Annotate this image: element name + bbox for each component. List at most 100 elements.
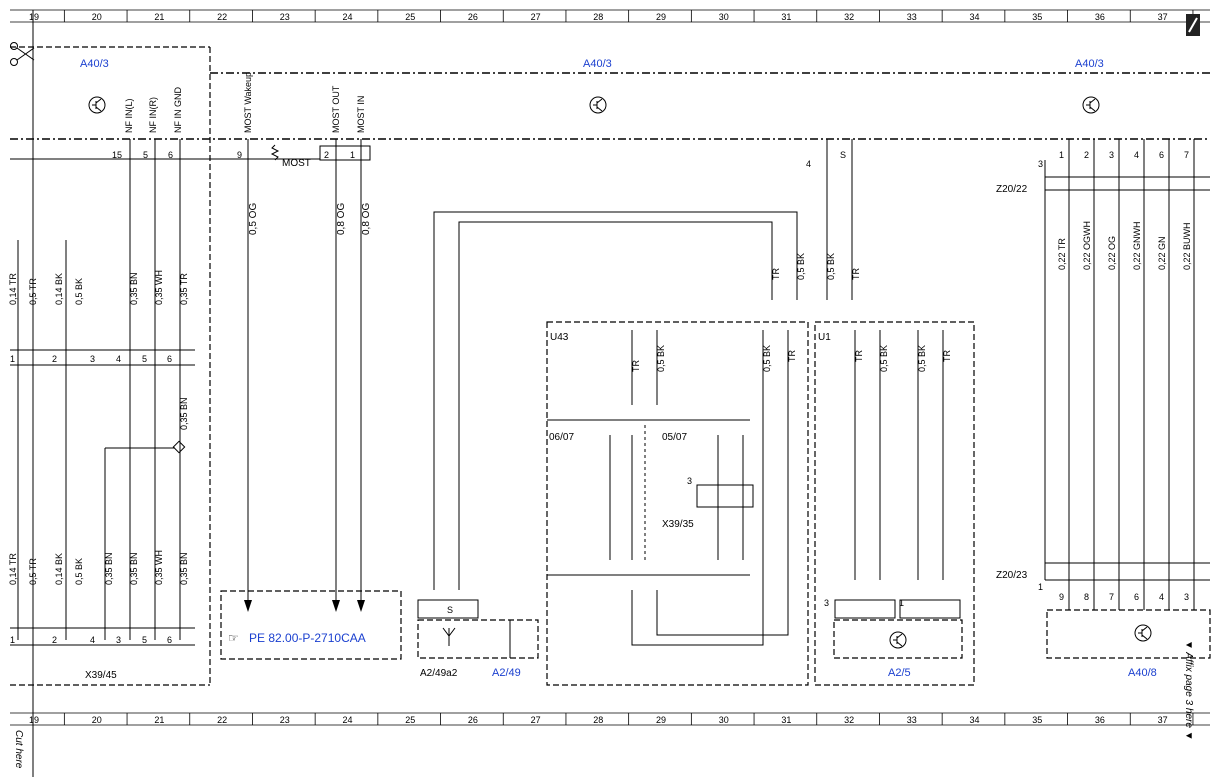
wire-label: TR	[787, 350, 797, 362]
wire-label: 0,22 OGWH	[1082, 221, 1092, 270]
pin-number: 8	[1084, 592, 1089, 602]
grid-number: 30	[719, 12, 729, 22]
wire-label: 0,35 WH	[154, 550, 164, 585]
grid-number: 31	[781, 12, 791, 22]
grid-number: 37	[1158, 715, 1168, 725]
pin-number: 3	[90, 354, 95, 364]
wire-label: 0,5 BK	[917, 345, 927, 372]
pin-number: 1	[350, 150, 355, 160]
grid-number: 31	[781, 715, 791, 725]
label-x39-35: X39/35	[662, 519, 694, 530]
grid-number: 26	[468, 715, 478, 725]
grid-number: 34	[970, 12, 980, 22]
label-u1: U1	[818, 332, 831, 343]
most-resistor	[270, 144, 280, 161]
grid-number: 37	[1158, 12, 1168, 22]
grid-number: 25	[405, 715, 415, 725]
pin-number: 4	[90, 635, 95, 645]
wire-label: 0,35 BN	[104, 552, 114, 585]
pin-number: 6	[167, 354, 172, 364]
transistor-icon	[889, 631, 907, 649]
wire-label: 0,5 BK	[796, 253, 806, 280]
pin-label-most-out: MOST OUT	[331, 85, 341, 133]
pin-number: 9	[1059, 592, 1064, 602]
label-z20-23: Z20/23	[996, 570, 1028, 581]
pin-number: 15	[112, 150, 122, 160]
label-0507: 05/07	[662, 432, 687, 443]
grid-number: 36	[1095, 12, 1105, 22]
grid-number: 26	[468, 12, 478, 22]
pin-number: 6	[1159, 150, 1164, 160]
pin-number: 1	[1038, 582, 1043, 592]
wire-label: TR	[851, 268, 861, 280]
wire-label: TR	[631, 360, 641, 372]
wire-label: 0,14 BK	[54, 273, 64, 305]
label-x39-45: X39/45	[85, 670, 117, 681]
label-a2-5: A2/5	[888, 667, 911, 679]
affix-page-text: ▼ Affix page 3 here ▼	[1183, 640, 1194, 741]
pin-number: 6	[167, 635, 172, 645]
pin-number: 7	[1184, 150, 1189, 160]
pin-number: 3	[824, 598, 829, 608]
pin-number: 2	[52, 635, 57, 645]
pin-number: 5	[142, 354, 147, 364]
x39-45-block	[10, 139, 195, 646]
pin-number: 1	[1059, 150, 1064, 160]
wire-label: 0,35 TR	[179, 273, 189, 305]
wire-label: 0,22 TR	[1057, 238, 1067, 270]
pin-number: 5	[142, 635, 147, 645]
pin-number: 3	[116, 635, 121, 645]
pin-number: 6	[168, 150, 173, 160]
pin-number: 3	[1109, 150, 1114, 160]
wire-label: TR	[854, 350, 864, 362]
grid-number: 21	[154, 12, 164, 22]
grid-number: 34	[970, 715, 980, 725]
reference-link[interactable]: ☞ PE 82.00-P-2710CAA	[228, 631, 366, 645]
grid-number: 27	[531, 12, 541, 22]
grid-number: 24	[343, 12, 353, 22]
most-label: MOST	[282, 158, 311, 169]
grid-number: 32	[844, 715, 854, 725]
grid-number: 22	[217, 715, 227, 725]
wire-label: 0,22 OG	[1107, 236, 1117, 270]
wire-label: 0,5 BK	[762, 345, 772, 372]
wire-label: 0,35 BN	[179, 552, 189, 585]
cut-here-text: Cut here	[13, 730, 24, 769]
wire-og-08b: 0,8 OG	[361, 203, 372, 235]
pin-number: 1	[10, 354, 15, 364]
pin-number: 9	[237, 150, 242, 160]
grid-number: 33	[907, 715, 917, 725]
label-a2-49a2: A2/49a2	[420, 668, 458, 679]
pin-label-most-in: MOST IN	[356, 96, 366, 133]
wire-label: 0,14 TR	[8, 273, 18, 305]
label-a40-3-mid: A40/3	[583, 58, 612, 70]
pin-number: S	[840, 150, 846, 160]
grid-number: 35	[1032, 715, 1042, 725]
wire-label: 0,5 BK	[879, 345, 889, 372]
pin-number: 2	[1084, 150, 1089, 160]
pin-number: 1	[899, 598, 904, 608]
scissors-icon	[10, 42, 35, 66]
grid-number: 30	[719, 715, 729, 725]
transistor-icon	[88, 96, 106, 114]
wire-label: 0,5 TR	[28, 558, 38, 585]
label-a40-8: A40/8	[1128, 667, 1157, 679]
label-u43: U43	[550, 332, 569, 343]
wire-label: TR	[942, 350, 952, 362]
grid-number: 22	[217, 12, 227, 22]
wire-label: 0,5 BK	[74, 278, 84, 305]
transistor-icon	[1134, 624, 1152, 642]
wire-label: 0,14 TR	[8, 553, 18, 585]
grid-number: 23	[280, 715, 290, 725]
reference-link-text[interactable]: PE 82.00-P-2710CAA	[249, 631, 366, 645]
antenna-wiring: S	[417, 211, 798, 659]
transistor-icon	[1082, 96, 1100, 114]
wire-label: 0,5 BK	[74, 558, 84, 585]
wire-og-05: 0,5 OG	[248, 203, 259, 235]
pin-label-nf-in-r: NF IN(R)	[148, 97, 158, 133]
pin-label-nf-in-l: NF IN(L)	[124, 99, 134, 134]
wire-label: 0,35 BN	[129, 552, 139, 585]
wire-label: 0,22 GNWH	[1132, 221, 1142, 270]
wire-og-08a: 0,8 OG	[336, 203, 347, 235]
